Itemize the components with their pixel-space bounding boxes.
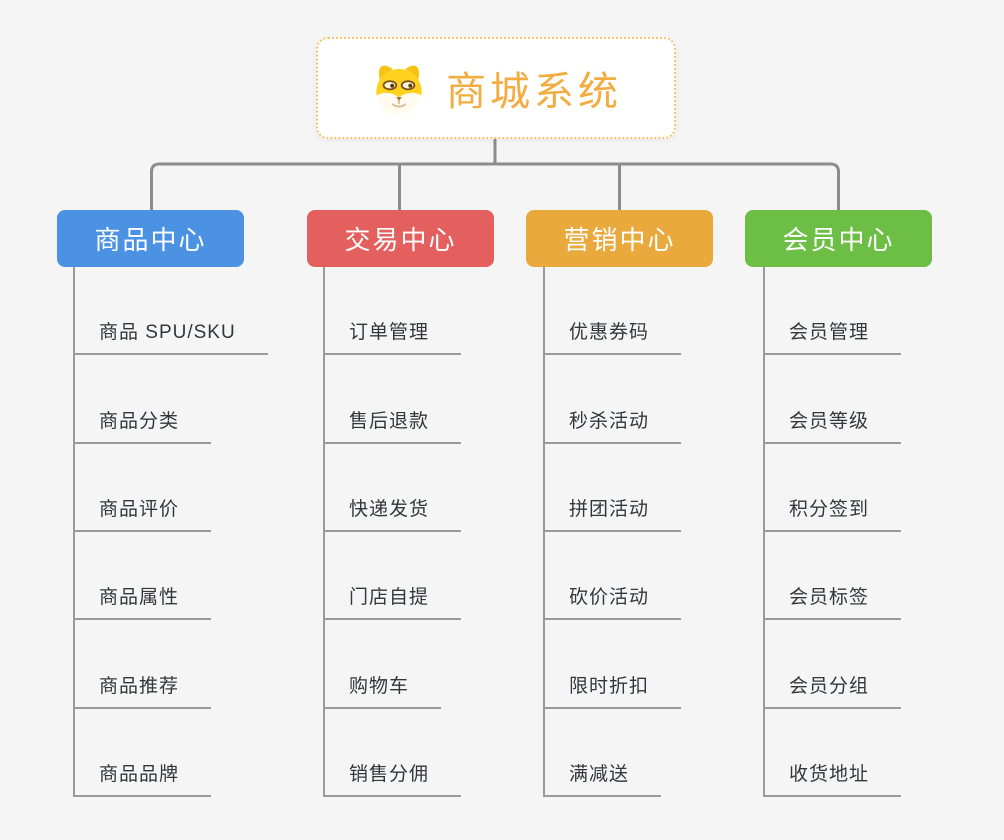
child-node[interactable]: 秒杀活动 <box>543 355 682 444</box>
doge-icon <box>376 65 422 115</box>
child-node[interactable]: 积分签到 <box>763 444 902 532</box>
child-node[interactable]: 优惠券码 <box>543 267 682 356</box>
child-node[interactable]: 快递发货 <box>323 444 462 532</box>
child-node[interactable]: 收货地址 <box>763 709 902 797</box>
branch-header-marketing-center[interactable]: 营销中心 <box>526 210 713 267</box>
child-node[interactable]: 商品评价 <box>73 444 212 532</box>
child-node[interactable]: 商品分类 <box>73 355 212 444</box>
child-node[interactable]: 售后退款 <box>323 355 462 444</box>
child-node[interactable]: 会员等级 <box>763 355 902 444</box>
child-node[interactable]: 砍价活动 <box>543 532 682 621</box>
root-node[interactable]: 商城系统 <box>316 37 676 139</box>
connector-group <box>150 137 840 212</box>
branch-children: 会员管理 会员等级 积分签到 会员标签 会员分组 收货地址 <box>763 267 902 797</box>
branch-header-product-center[interactable]: 商品中心 <box>57 210 244 267</box>
child-node[interactable]: 门店自提 <box>323 532 462 621</box>
child-node[interactable]: 满减送 <box>543 709 662 797</box>
branch-children: 优惠券码 秒杀活动 拼团活动 砍价活动 限时折扣 满减送 <box>543 267 682 797</box>
child-node[interactable]: 会员分组 <box>763 620 902 709</box>
branch-children: 订单管理 售后退款 快递发货 门店自提 购物车 销售分佣 <box>323 267 462 797</box>
child-node[interactable]: 商品属性 <box>73 532 212 621</box>
branch-children: 商品 SPU/SKU 商品分类 商品评价 商品属性 商品推荐 商品品牌 <box>73 267 268 797</box>
root-title: 商城系统 <box>446 70 622 114</box>
branch-header-label: 营销中心 <box>563 225 676 255</box>
child-node[interactable]: 拼团活动 <box>543 444 682 532</box>
branch-header-trade-center[interactable]: 交易中心 <box>307 210 494 267</box>
branch-header-label: 会员中心 <box>782 225 895 255</box>
child-node[interactable]: 销售分佣 <box>323 709 462 797</box>
branch-header-label: 商品中心 <box>94 225 207 255</box>
child-node[interactable]: 商品品牌 <box>73 709 212 797</box>
branch-header-label: 交易中心 <box>344 225 457 255</box>
child-node[interactable]: 商品推荐 <box>73 620 212 709</box>
child-node[interactable]: 会员管理 <box>763 267 902 356</box>
child-node[interactable]: 订单管理 <box>323 267 462 356</box>
child-node[interactable]: 限时折扣 <box>543 620 682 709</box>
child-node[interactable]: 会员标签 <box>763 532 902 621</box>
child-node[interactable]: 商品 SPU/SKU <box>73 267 268 356</box>
branch-header-member-center[interactable]: 会员中心 <box>745 210 932 267</box>
child-node[interactable]: 购物车 <box>323 620 442 709</box>
